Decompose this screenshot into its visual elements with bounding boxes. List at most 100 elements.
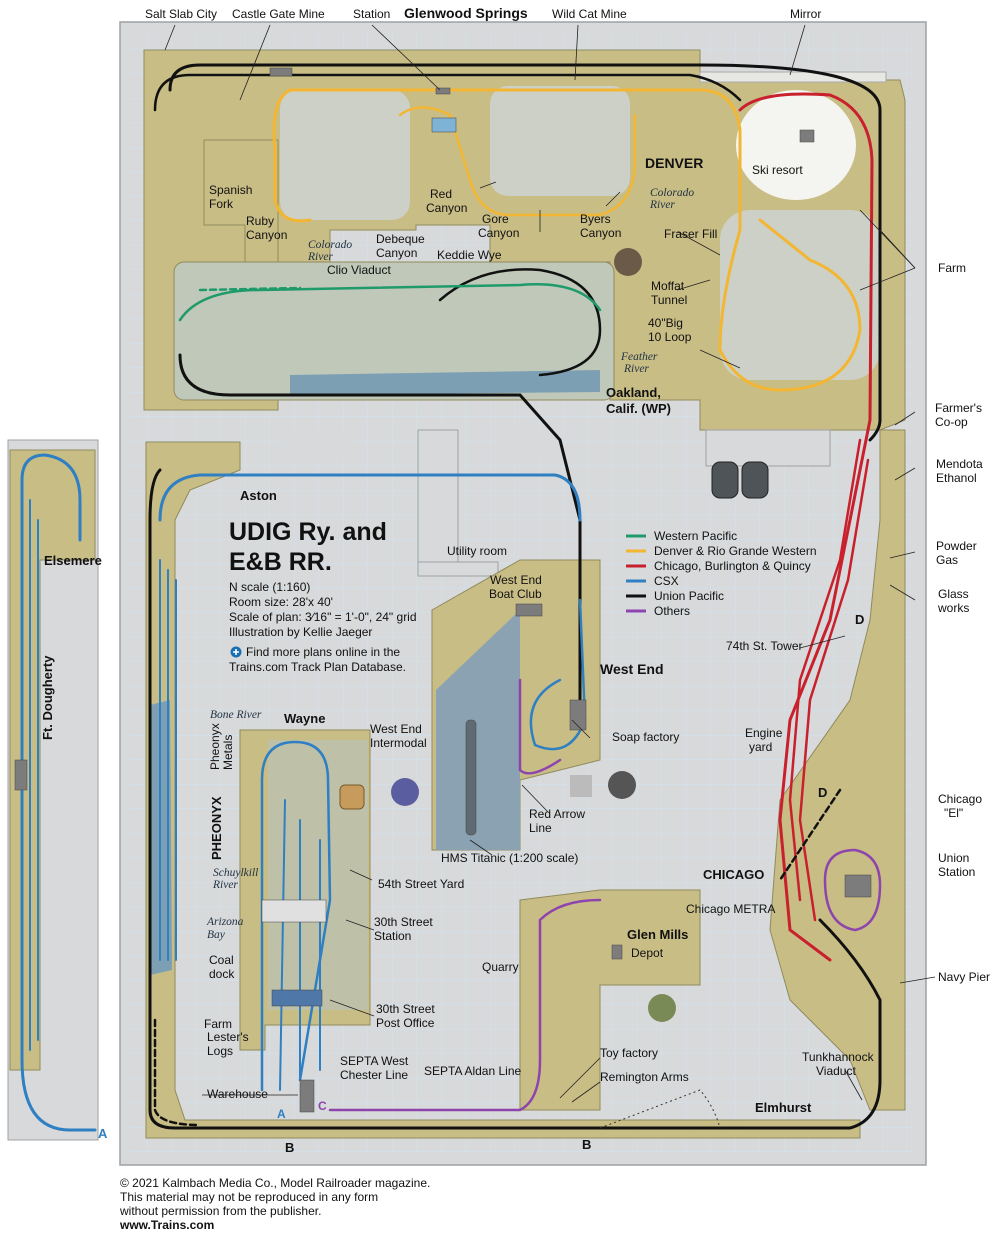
marker-c: C	[318, 1099, 327, 1113]
ft-dougherty-bldg	[14, 759, 28, 791]
others-septa	[328, 898, 602, 1112]
tunnel-chicago	[778, 788, 842, 882]
elsemere-track	[20, 453, 97, 1132]
town-glen-mills: Glen Mills	[627, 927, 688, 942]
csx-main	[158, 473, 582, 522]
up-right-main	[738, 918, 882, 1130]
online-note-line-2: Trains.com Track Plan Database.	[229, 660, 406, 674]
up-main-inner	[153, 73, 742, 112]
wp-line	[178, 283, 602, 322]
union-station-bldg	[844, 874, 872, 898]
up-keddie	[178, 353, 582, 702]
town-elmhurst: Elmhurst	[755, 1100, 812, 1115]
person-icon	[614, 248, 642, 276]
town-oakland: Oakland,Calif. (WP)	[606, 385, 671, 416]
person-icon	[648, 994, 676, 1022]
footer-website[interactable]: www.Trains.com	[120, 1218, 215, 1232]
town-wayne: Wayne	[284, 711, 325, 726]
drgw-loop	[272, 88, 312, 223]
plan-title-line-2: E&B RR.	[229, 548, 332, 576]
marker-a-elsemere: A	[98, 1126, 108, 1141]
cbq-yard	[788, 438, 862, 902]
csx-wayne	[260, 740, 332, 1092]
tunnel-wp	[198, 286, 302, 292]
town-chicago: CHICAGO	[703, 867, 764, 882]
label-warehouse: Warehouse	[207, 1087, 268, 1101]
csx-wayne-2	[279, 799, 321, 1091]
label-depot: Depot	[631, 946, 664, 960]
footer-line-3: without permission from the publisher.	[120, 1204, 322, 1218]
person-icon	[391, 778, 419, 806]
connection-markers: A A C B B D D	[98, 612, 864, 1155]
marker-b-left: B	[285, 1140, 294, 1155]
door-swing-icon	[599, 1089, 721, 1129]
up-left-main	[148, 468, 742, 1130]
boat-club-bldg	[515, 603, 543, 617]
peninsula-cap	[705, 429, 831, 467]
elsemere-track-2	[29, 499, 39, 1051]
label-toy-factory: Toy factory	[600, 1046, 658, 1060]
spec-plan-scale: Scale of plan: 3⁄16" = 1'-0", 24" grid	[229, 610, 417, 624]
mountain-rock-left	[280, 90, 410, 220]
label-chicago-el: Chicago"El"	[938, 792, 982, 820]
title-block: UDIG Ry. and E&B RR. N scale (1:160) Roo…	[229, 518, 417, 674]
elsemere-benchwork	[9, 449, 96, 1071]
marker-d-lower: D	[818, 785, 827, 800]
legend-label-2: Chicago, Burlington & Quincy	[654, 559, 811, 573]
marker-d-upper: D	[855, 612, 864, 627]
legend-label-3: CSX	[654, 574, 679, 588]
label-castle-gate-mine: Castle Gate Mine	[232, 7, 325, 21]
label-farm-top: Farm	[938, 261, 966, 275]
glen-mills-peninsula	[519, 889, 701, 1111]
label-remington-arms: Remington Arms	[600, 1070, 689, 1084]
mountain-rock-right	[720, 210, 880, 380]
plus-icon-cross	[233, 649, 239, 655]
station-building	[435, 87, 451, 95]
others-west-end	[518, 678, 562, 775]
up-main-upper-loop	[168, 63, 882, 442]
label-54th-street-yard: 54th Street Yard	[378, 877, 464, 891]
label-74th-st-tower: 74th St. Tower	[726, 639, 803, 653]
others-chicago-el	[823, 848, 882, 932]
csx-west-end	[529, 598, 587, 751]
legend-label-1: Denver & Rio Grande Western	[654, 544, 817, 558]
footer-line-2: This material may not be reproduced in a…	[120, 1190, 379, 1204]
tracks	[20, 63, 882, 1132]
legend-label-4: Union Pacific	[654, 589, 724, 603]
town-ft-dougherty: Ft. Dougherty	[40, 655, 55, 740]
chair-icon	[339, 784, 365, 810]
titanic-ship	[465, 719, 477, 836]
town-denver: DENVER	[645, 155, 703, 171]
glenwood-pool	[431, 117, 457, 133]
drgw-upper	[288, 88, 862, 392]
castle-gate-structure	[269, 67, 293, 77]
online-note-line-1: Find more plans online in the	[246, 645, 400, 659]
leader-lines	[164, 24, 936, 1103]
spec-scale: N scale (1:160)	[229, 580, 310, 594]
copyright-line: © 2021 Kalmbach Media Co., Model Railroa…	[120, 1176, 431, 1190]
ski-lodge	[799, 129, 815, 143]
mirror-glass	[699, 71, 887, 83]
spec-illustrator: Illustration by Kellie Jaeger	[229, 625, 372, 639]
legend-label-5: Others	[654, 604, 690, 618]
label-ski-resort: Ski resort	[752, 163, 803, 177]
tunnel-lower-loop	[153, 1018, 202, 1127]
furniture	[339, 248, 769, 1129]
